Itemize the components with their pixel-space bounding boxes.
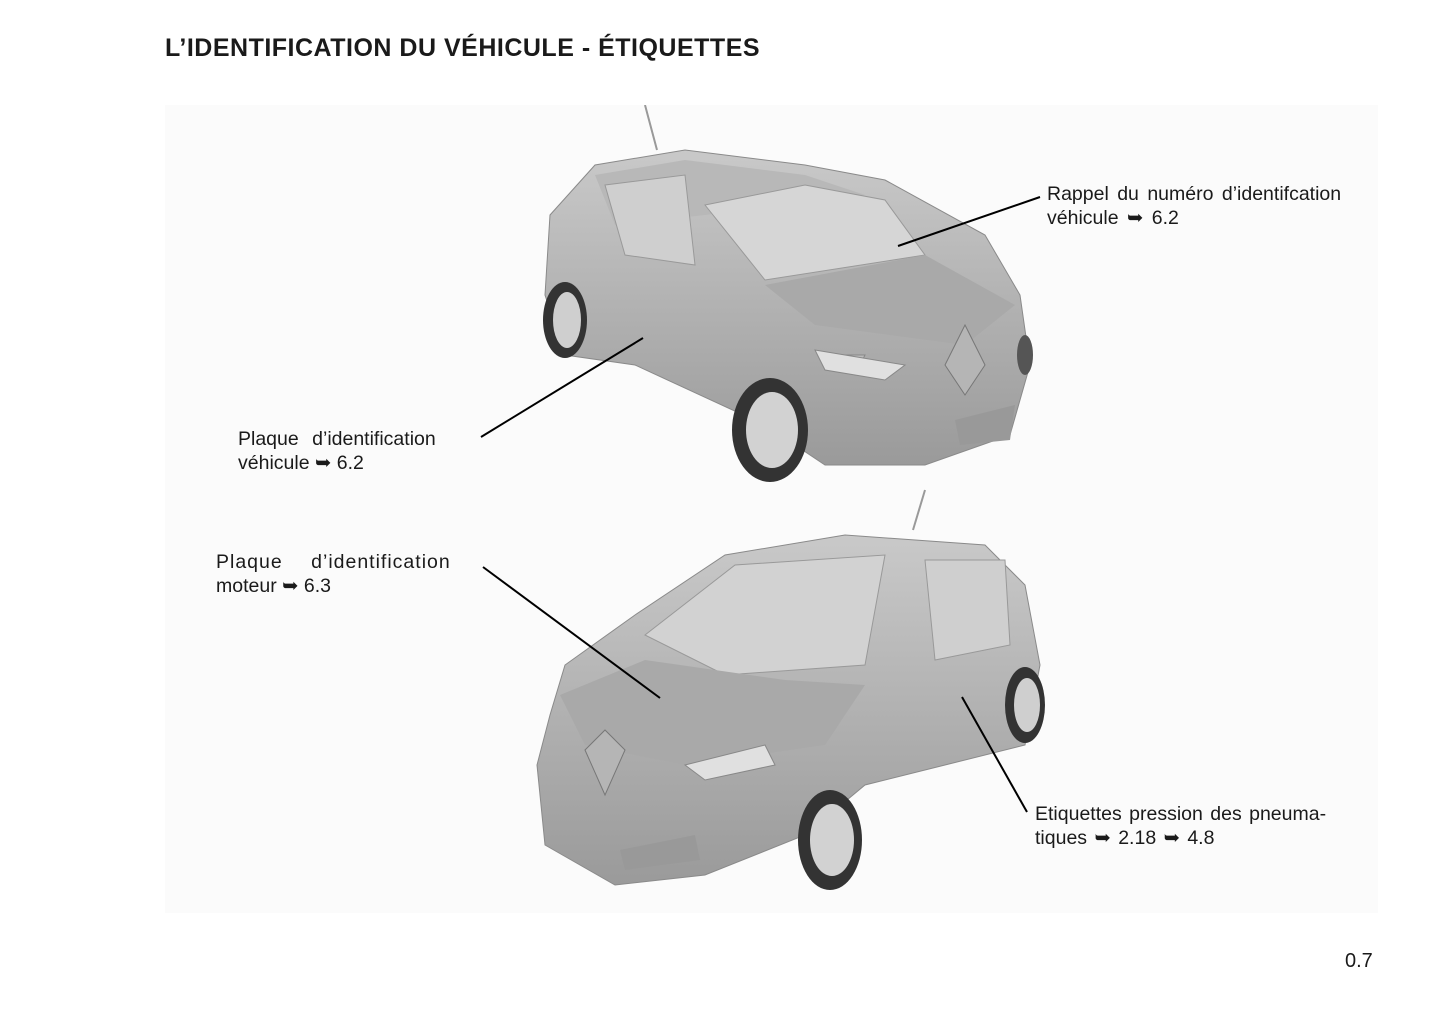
vehicle-illustration: 46706 [165,105,1378,913]
callout-vehicle-id-plate: Plaque d’identification véhicule ➥ 6.2 [238,427,436,475]
callout-line1: Plaque d’identification [216,551,451,573]
callout-line2: véhicule ➥ 6.2 [238,452,364,474]
car-bottom-illustration [536,489,1045,890]
callout-line1: Plaque d’identification [238,428,436,450]
callout-line2: tiques ➥ 2.18 ➥ 4.8 [1035,827,1215,849]
callout-tyre-pressure-labels: Etiquettes pression des pneuma- tiques ➥… [1035,802,1326,850]
callout-line2: moteur ➥ 6.3 [216,575,331,597]
car-top-illustration [543,105,1033,482]
car-drawings [480,105,1045,890]
leader-lines [480,196,1041,813]
callout-vin-reminder: Rappel du numéro d’identifcation véhicul… [1047,182,1341,230]
callout-line2: véhicule ➥ 6.2 [1047,207,1179,229]
page-number: 0.7 [1345,950,1373,972]
callout-line1: Rappel du numéro d’identifcation [1047,183,1342,205]
callout-line1: Etiquettes pression des pneuma- [1035,803,1327,825]
callout-engine-id-plate: Plaque d’identification moteur ➥ 6.3 [216,550,451,598]
page-title: L’IDENTIFICATION DU VÉHICULE - ÉTIQUETTE… [165,34,761,62]
